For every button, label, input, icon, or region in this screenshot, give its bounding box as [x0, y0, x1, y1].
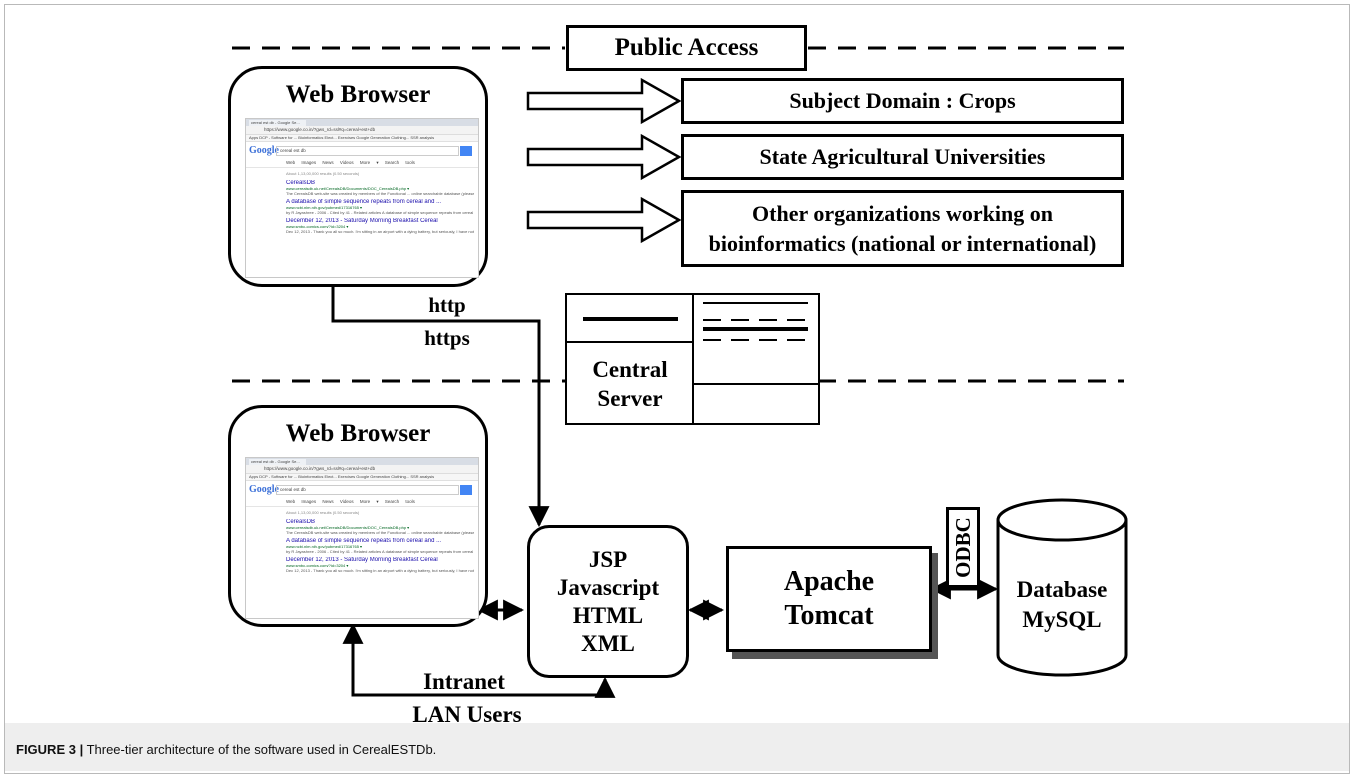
app-tier-apache: Apache: [783, 566, 875, 597]
result-url: www.smbc-comics.com/?id=3204 ▾: [286, 563, 349, 568]
hollow-arrow-1: [526, 77, 682, 125]
search-logo: Google: [249, 484, 279, 495]
web-browser-title: Web Browser: [285, 420, 431, 447]
result-title: A database of simple sequence repeats fr…: [286, 538, 442, 544]
public-access-label: Public Access: [566, 25, 807, 71]
central-server-line1: Central: [592, 357, 668, 382]
odbc-connector-box: ODBC: [946, 507, 980, 588]
result-title: CerealsDB: [286, 519, 316, 525]
central-server-label: Central Server: [568, 355, 692, 413]
central-server-line2: Server: [597, 386, 663, 411]
browser-tab: cereal est db - Google Se...: [249, 459, 306, 465]
result-url: www.ncbi.nlm.nih.gov/pubmed/17316765 ▾: [286, 205, 363, 210]
search-tabs: Web Images News Videos More ▾ Search too…: [246, 497, 478, 507]
web-browser-title: Web Browser: [285, 81, 431, 108]
http-connector: [331, 286, 550, 528]
search-input: cereal est db: [276, 485, 459, 495]
database-line1: Database: [1016, 577, 1108, 602]
database-line2: MySQL: [1022, 607, 1102, 632]
audience-other-line2: bioinformatics (national or internationa…: [708, 230, 1097, 256]
result-desc: The CerealsDB web-site was created by me…: [286, 191, 474, 196]
hollow-arrow-3: [526, 196, 682, 244]
result-title: A database of simple sequence repeats fr…: [286, 199, 442, 205]
web-browser-public: Web Browser cereal est db - Google Se...…: [228, 66, 488, 287]
bookmarks-bar: Apps DCP - Software for ... Bioinformati…: [246, 474, 478, 481]
protocol-http-label: http: [428, 293, 466, 317]
result-desc: Dec 12, 2013 - Thank you all so much. I'…: [286, 568, 474, 573]
intranet-label: Intranet: [423, 669, 505, 694]
result-desc: by R Jayashree - 2006 - Cited by 41 - Re…: [286, 549, 474, 554]
audience-subject-domain: Subject Domain : Crops: [681, 78, 1124, 124]
web-tier-box: JSP Javascript HTML XML: [527, 525, 689, 678]
search-icon: [460, 485, 472, 495]
result-desc: by R Jayashree - 2006 - Cited by 41 - Re…: [286, 210, 474, 215]
caption-bar: [5, 723, 1349, 771]
search-icon: [460, 146, 472, 156]
audience-universities: State Agricultural Universities: [681, 134, 1124, 180]
result-url: www.smbc-comics.com/?id=3204 ▾: [286, 224, 349, 229]
hollow-arrow-2: [526, 133, 682, 181]
audience-other-organizations: Other organizations working on bioinform…: [681, 190, 1124, 267]
result-title: December 12, 2013 - Saturday Morning Bre…: [286, 557, 438, 563]
protocol-https-label: https: [424, 326, 470, 350]
caption-text: Three-tier architecture of the software …: [83, 742, 437, 757]
web-tier-javascript: Javascript: [556, 574, 660, 600]
app-tier-tomcat: Tomcat: [784, 600, 874, 631]
figure-frame: [4, 4, 1350, 774]
web-tier-xml: XML: [581, 630, 635, 656]
result-url: www.ncbi.nlm.nih.gov/pubmed/17316765 ▾: [286, 544, 363, 549]
result-title: December 12, 2013 - Saturday Morning Bre…: [286, 218, 438, 224]
result-stats: About 1,13,00,000 results (0.50 seconds): [286, 510, 360, 515]
search-input: cereal est db: [276, 146, 459, 156]
result-stats: About 1,13,00,000 results (0.50 seconds): [286, 171, 360, 176]
result-url: www.cerealsdb.uk.net/CerealsDB/Documents…: [286, 186, 410, 191]
result-url: www.cerealsdb.uk.net/CerealsDB/Documents…: [286, 525, 410, 530]
address-bar: https://www.google.co.in/?gws_rd=ssl#q=c…: [246, 465, 478, 474]
database-label: Database MySQL: [1000, 575, 1124, 635]
app-tier-box: Apache Tomcat: [726, 546, 932, 652]
web-tier-html: HTML: [572, 602, 644, 628]
browser-tab: cereal est db - Google Se...: [249, 120, 306, 126]
caption-figure-number: FIGURE 3 |: [16, 742, 84, 757]
search-logo: Google: [249, 145, 279, 156]
intranet-connector: [342, 622, 616, 698]
search-tabs: Web Images News Videos More ▾ Search too…: [246, 158, 478, 168]
web-tier-jsp: JSP: [588, 546, 628, 572]
result-desc: The CerealsDB web-site was created by me…: [286, 530, 474, 535]
lan-users-label: LAN Users: [412, 702, 522, 727]
odbc-label: ODBC: [950, 517, 975, 578]
address-bar: https://www.google.co.in/?gws_rd=ssl#q=c…: [246, 126, 478, 135]
browser-screenshot: cereal est db - Google Se... https://www…: [245, 457, 479, 619]
database-cylinder: [996, 498, 1128, 677]
result-desc: Dec 12, 2013 - Thank you all so much. I'…: [286, 229, 474, 234]
web-browser-intranet: Web Browser cereal est db - Google Se...…: [228, 405, 488, 627]
audience-other-line1: Other organizations working on: [752, 200, 1053, 226]
browser-screenshot: cereal est db - Google Se... https://www…: [245, 118, 479, 278]
bookmarks-bar: Apps DCP - Software for ... Bioinformati…: [246, 135, 478, 142]
figure-caption: FIGURE 3 | Three-tier architecture of th…: [16, 742, 436, 757]
result-title: CerealsDB: [286, 180, 316, 186]
